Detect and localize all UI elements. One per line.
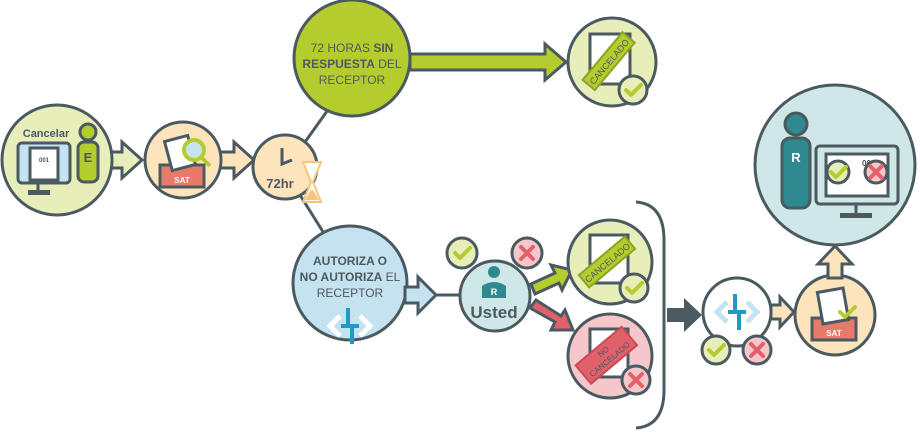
exchange-icon [326,308,374,344]
sat-label: SAT [174,176,190,185]
text: AUTORIZA O [313,254,387,268]
final-sat-step: SAT [793,243,877,357]
text: EL [382,270,400,284]
step1-badge: E [84,150,93,165]
text: 72 HORAS [311,41,374,55]
person-head-icon [488,266,500,278]
doc-number: 001 [39,158,50,164]
svg-text:RESPUESTA DEL: RESPUESTA DEL [302,57,401,71]
person-head-icon [78,122,98,142]
arrow-timeout-to-cancelled [408,40,569,84]
arrow-to-final [667,298,702,332]
arrow-exchange-to-sat [769,293,797,331]
final-receptor: R 001 [753,83,917,247]
text: RECEPTOR [319,73,386,87]
receptor-badge: R [791,150,801,165]
magnifier-icon [182,138,206,162]
hourglass-icon [301,161,323,203]
bracket [635,200,666,430]
branch-timeout: 72 HORAS SIN RESPUESTA DEL RECEPTOR [292,0,569,118]
user-label: Usted [470,303,517,322]
result-cancelled: CANCELADO [566,218,654,306]
user-decision: R Usted [445,236,576,333]
text: DEL [375,57,402,71]
user-badge: R [491,287,498,297]
arrow-authorize-to-user [403,273,439,317]
text: NO AUTORIZA [300,270,383,284]
arrow-reject [527,297,576,332]
result-cancelled-timeout: CANCELADO [566,16,658,108]
text: SIN [373,41,393,55]
text: RECEPTOR [317,286,384,300]
text: RESPUESTA [302,57,375,71]
person-head-icon [783,111,809,137]
arrow-accept [529,262,575,297]
step-72-hours: 72hr [251,133,323,203]
exchange-step [700,276,797,366]
svg-text:72 HORAS SIN: 72 HORAS SIN [311,41,394,55]
sat-label: SAT [826,329,842,338]
result-not-cancelled: NO CANCELADO [566,312,654,400]
branch-authorize: AUTORIZA O NO AUTORIZA EL RECEPTOR [291,224,439,344]
step-sat-review: SAT [143,120,223,200]
step1-label: Cancelar [23,128,70,140]
hours-label: 72hr [266,176,293,191]
arrow-step2-to-step3 [218,138,257,182]
step-cancel-invoice: E Cancelar 001 [0,103,114,217]
svg-text:NO AUTORIZA EL: NO AUTORIZA EL [300,270,401,284]
arrow-up [814,243,856,280]
